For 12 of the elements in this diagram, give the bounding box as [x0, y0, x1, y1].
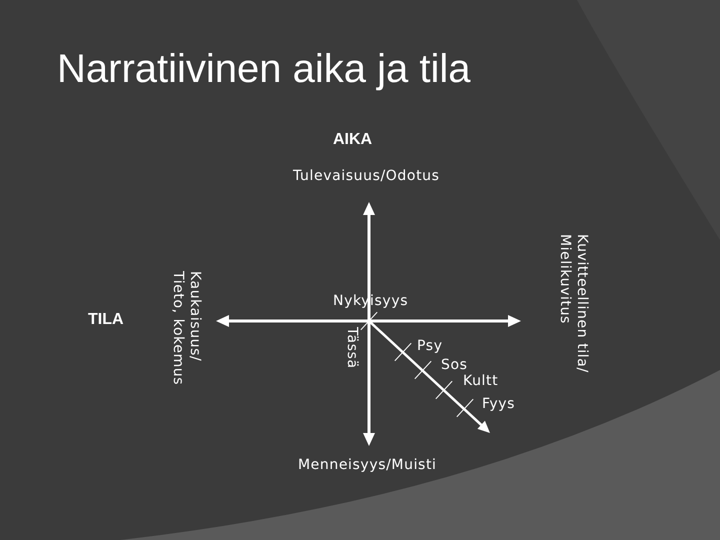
axis-title: AIKA [333, 131, 372, 149]
origin-label: Tässä [343, 327, 360, 371]
scale-label: Kultt [463, 373, 498, 390]
slide-title: Narratiivinen aika ja tila [57, 46, 471, 92]
axis-end-label: Kuvitteellinen tila/ Mielikuvitus [556, 234, 590, 375]
scale-label: Psy [417, 338, 443, 355]
axis-title: TILA [88, 311, 124, 329]
scale-label: Sos [441, 357, 468, 374]
scale-label: Fyys [482, 396, 516, 413]
axis-end-label: Tulevaisuus/Odotus [293, 168, 440, 185]
axis-end-label: Menneisyys/Muisti [298, 457, 437, 474]
axis-end-label: Kaukaisuus/ Tieto, kokemus [169, 271, 203, 388]
